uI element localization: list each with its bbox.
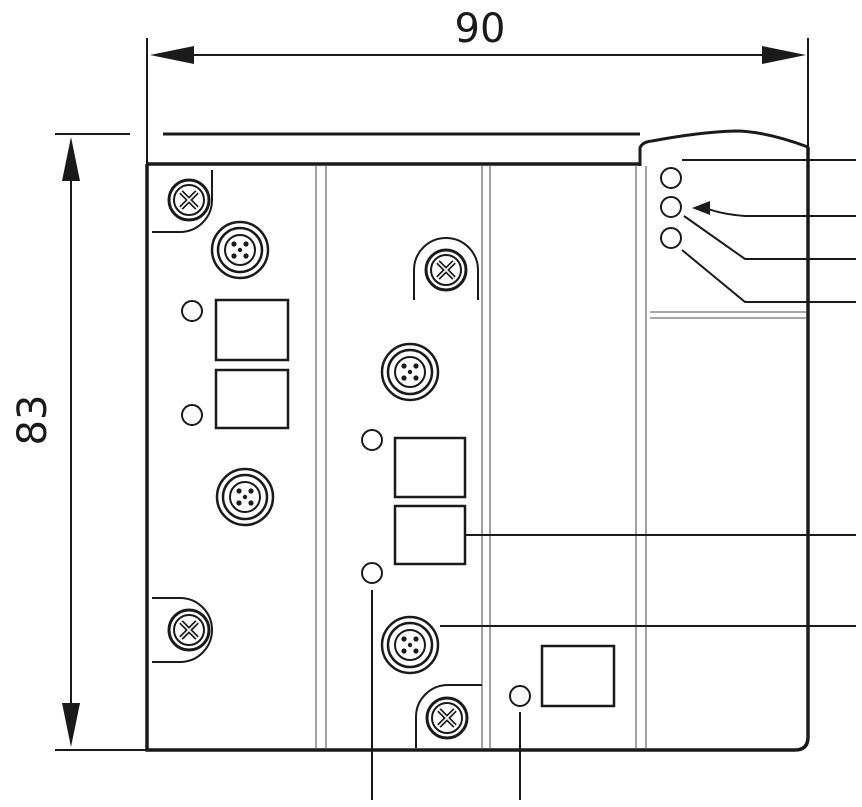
led-icon (509, 685, 531, 707)
led-icon (361, 429, 383, 451)
screw-clip-bottom-middle (415, 684, 482, 748)
width-arrow-right (762, 46, 806, 64)
width-arrow-left (150, 46, 194, 64)
screw-clip-middle (413, 236, 479, 300)
right-module-top-profile (638, 129, 809, 166)
port-windows (214, 298, 616, 708)
height-arrow-top (62, 137, 80, 181)
leader-line (683, 215, 856, 260)
led-icon (660, 196, 682, 218)
screw-icon (169, 610, 209, 650)
height-dimension: 83 (10, 133, 147, 751)
screw-clips (152, 170, 482, 748)
leader-lines (371, 159, 856, 800)
led-icon (660, 167, 682, 189)
screw-clip-bottom-left (152, 597, 214, 663)
screw-icon (169, 180, 209, 220)
port-window-icon (214, 368, 290, 430)
leader-line (681, 249, 856, 303)
led-icon (181, 404, 203, 426)
m12-connector-icon (215, 467, 275, 527)
led-icon (660, 227, 682, 249)
screw-icon (427, 698, 467, 738)
port-window-icon (393, 504, 467, 566)
height-label: 83 (10, 395, 56, 446)
m12-connector-icon (380, 615, 440, 675)
width-dimension: 90 (146, 6, 809, 164)
housing-outline (145, 147, 810, 752)
module-separators (315, 166, 647, 748)
leader-line (705, 207, 856, 217)
port-window-icon (540, 644, 616, 708)
m12-connector-icon (210, 220, 270, 280)
m12-connector-icon (380, 342, 440, 402)
port-window-icon (214, 298, 290, 362)
height-arrow-bottom (62, 703, 80, 747)
width-label: 90 (455, 6, 506, 52)
port-window-icon (393, 436, 467, 499)
device-housing (145, 129, 810, 752)
screw-clip-top-left (152, 170, 213, 233)
screw-icon (426, 250, 466, 290)
led-icon (181, 300, 203, 322)
leader-arrowhead (692, 201, 710, 215)
leds (181, 167, 682, 707)
led-icon (361, 562, 383, 584)
